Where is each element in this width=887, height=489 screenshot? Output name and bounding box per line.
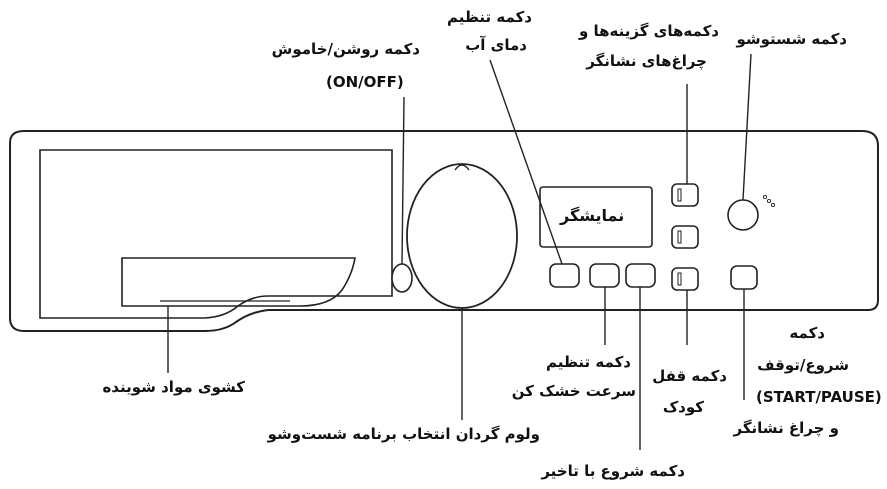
- option-led-2: [677, 230, 682, 244]
- child-lock-button: [671, 267, 699, 291]
- wash-knob: [727, 199, 759, 231]
- panel-outline: [9, 130, 879, 332]
- label-wash-button: دکمه شستوشو: [736, 30, 848, 48]
- leader-power: [401, 96, 405, 265]
- program-knob: [406, 163, 518, 309]
- label-detergent-drawer: کشوی مواد شوینده: [102, 378, 245, 396]
- wash-knob-mark-1: [762, 194, 768, 200]
- label-start-pause-2: شروع/توقف: [757, 356, 849, 374]
- label-start-pause-1: دکمه: [789, 324, 825, 342]
- label-power-button: دکمه روشن/خاموش: [271, 40, 420, 58]
- start-pause-button: [730, 265, 758, 290]
- label-start-pause-4: و چراغ نشانگر: [733, 419, 839, 437]
- spin-speed-button: [589, 263, 620, 288]
- label-child-lock-1: دکمه قفل: [652, 367, 727, 385]
- drawer-handle: [121, 257, 356, 307]
- label-temperature-button-2: دمای آب: [465, 36, 527, 54]
- label-delay-start: دکمه شروع با تاخیر: [541, 462, 685, 480]
- power-button: [391, 263, 413, 293]
- leader-temperature: [489, 59, 563, 265]
- child-lock-led: [677, 272, 682, 286]
- label-temperature-button-1: دکمه تنظیم: [446, 8, 532, 26]
- leader-wash: [742, 53, 752, 201]
- label-child-lock-2: کودک: [662, 398, 704, 416]
- label-option-buttons-1: دکمه‌های گزینه‌ها و: [578, 22, 719, 40]
- label-start-pause-en: (START/PAUSE): [756, 388, 882, 406]
- option-button-2: [671, 225, 699, 249]
- knob-indicator: [454, 164, 470, 171]
- wash-knob-mark-3: [770, 202, 776, 208]
- option-button-1: [671, 183, 699, 207]
- option-led-1: [677, 188, 682, 202]
- label-spin-button-1: دکمه تنظیم: [545, 353, 631, 371]
- temperature-button: [549, 263, 580, 288]
- label-spin-button-2: سرعت خشک کن: [511, 382, 636, 400]
- delay-start-button: [625, 263, 656, 288]
- label-program-knob: ولوم گردان انتخاب برنامه شست‌وشو: [267, 425, 540, 443]
- display-label: نمایشگر: [560, 206, 625, 225]
- display-screen: [539, 186, 653, 248]
- wash-knob-mark-2: [766, 198, 772, 204]
- label-option-buttons-2: چراغ‌های نشانگر: [586, 52, 707, 70]
- label-power-button-en: (ON/OFF): [326, 73, 404, 91]
